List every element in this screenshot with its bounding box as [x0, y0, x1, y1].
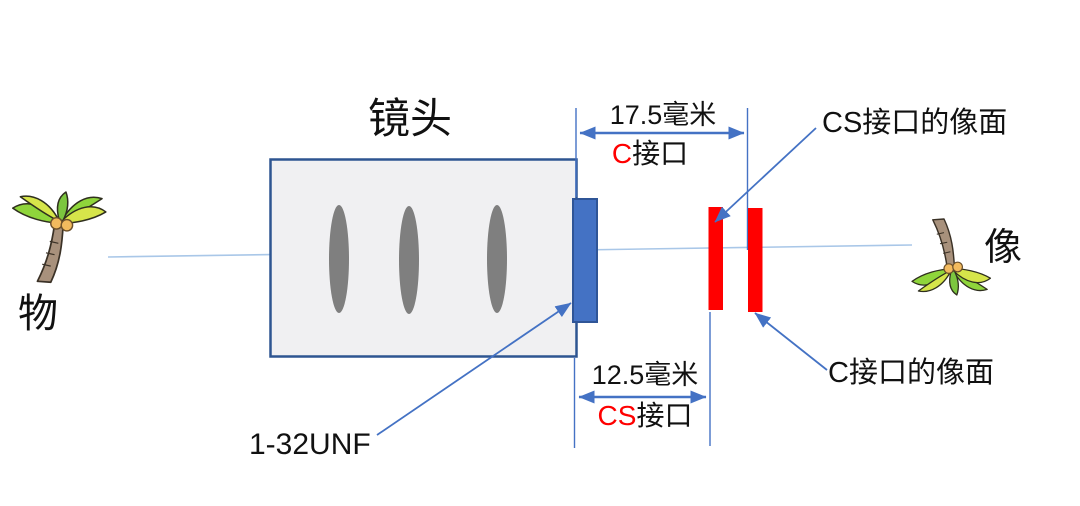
lens-body-box	[269, 158, 578, 358]
cs-mount-name-rest: 接口	[636, 400, 693, 431]
c-mount-distance-label: 17.5毫米	[609, 100, 717, 130]
cs-plane-leader-arrow	[714, 127, 817, 223]
cs-image-plane-bar	[708, 207, 723, 310]
object-label: 物	[18, 292, 58, 336]
lens-element-2	[399, 206, 419, 314]
lens-element-1	[329, 205, 349, 313]
thread-leader-arrow	[376, 302, 572, 436]
mount-thread-rect	[572, 198, 598, 323]
cs-image-plane-label: CS接口的像面	[822, 107, 1008, 139]
cs-mount-name-highlight: CS	[597, 400, 637, 431]
thread-spec-label: 1-32UNF	[249, 428, 371, 461]
lens-element-3	[487, 205, 507, 313]
c-mount-name-highlight: C	[611, 138, 633, 169]
inverted-palm-tree-icon	[911, 218, 992, 296]
cs-mount-distance-label: 12.5毫米	[591, 360, 699, 390]
c-mount-name-rest: 接口	[632, 138, 689, 169]
c-image-plane-label: C接口的像面	[828, 357, 994, 389]
c-mount-name-label: C接口	[570, 138, 730, 170]
image-label: 像	[984, 227, 1023, 269]
cs-mount-name-label: CS接口	[575, 400, 715, 432]
lens-title: 镜头	[367, 95, 452, 142]
c-image-plane-bar	[748, 208, 763, 312]
palm-tree-icon	[11, 191, 107, 284]
c-plane-leader-arrow	[754, 312, 828, 371]
